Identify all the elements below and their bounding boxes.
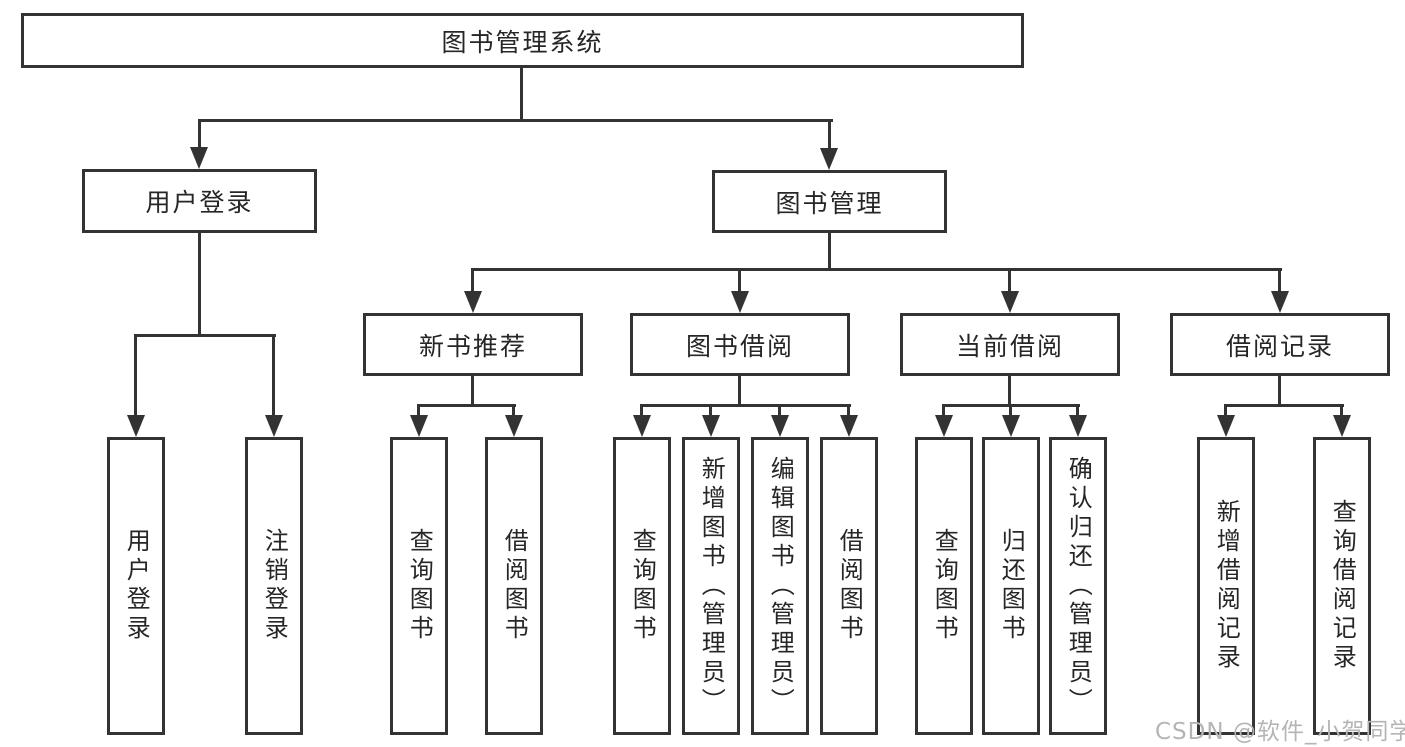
node-label: 图书管理系统 (441, 27, 604, 57)
connector-line (512, 404, 515, 419)
arrowhead-icon (1069, 415, 1087, 437)
node-current-borrowing: 当前借阅 (900, 313, 1120, 376)
arrowhead-icon (410, 415, 428, 437)
arrowhead-icon (771, 415, 789, 437)
connector-line (1008, 268, 1011, 294)
node-label: 确认归还（管理员） (1064, 455, 1093, 717)
arrowhead-icon (1001, 291, 1019, 313)
node-label: 新书推荐 (418, 331, 527, 361)
node-user-login-leaf: 用户登录 (107, 437, 165, 735)
connector-line (738, 376, 741, 407)
node-book-management: 图书管理 (712, 170, 947, 233)
node-label: 查询借阅记录 (1328, 499, 1357, 673)
connector-line (1224, 404, 1227, 419)
connector-line (272, 334, 275, 419)
node-label: 注销登录 (260, 528, 289, 644)
node-label: 用户登录 (145, 188, 254, 217)
connector-line (472, 268, 1282, 271)
node-logout-leaf: 注销登录 (245, 437, 303, 735)
node-bb-add-books-admin: 新增图书（管理员） (682, 437, 740, 735)
node-label: 新增图书（管理员） (697, 455, 726, 717)
arrowhead-icon (935, 415, 953, 437)
connector-line (1340, 404, 1343, 419)
connector-line (828, 233, 831, 271)
node-cb-confirm-return-admin: 确认归还（管理员） (1049, 437, 1107, 735)
connector-line (134, 334, 137, 419)
connector-line (847, 404, 850, 419)
arrowhead-icon (633, 415, 651, 437)
connector-line (1009, 404, 1012, 419)
node-user-login: 用户登录 (82, 169, 317, 233)
node-bb-borrow-books: 借阅图书 (820, 437, 878, 735)
connector-line (520, 68, 523, 122)
node-nb-query-books: 查询图书 (390, 437, 448, 735)
watermark: CSDN @软件_小贺同学 (1155, 719, 1405, 745)
node-label: 借阅图书 (835, 528, 864, 644)
arrowhead-icon (1002, 415, 1020, 437)
connector-line (641, 404, 851, 407)
node-borrowing-records: 借阅记录 (1170, 313, 1390, 376)
node-bb-edit-books-admin: 编辑图书（管理员） (751, 437, 809, 735)
connector-line (198, 119, 201, 150)
connector-line (418, 404, 516, 407)
connector-line (471, 268, 474, 294)
node-new-book-recommend: 新书推荐 (363, 313, 583, 376)
node-label: 新增借阅记录 (1212, 499, 1241, 673)
node-br-add-record: 新增借阅记录 (1197, 437, 1255, 735)
node-label: 借阅记录 (1225, 331, 1334, 361)
node-nb-borrow-books: 借阅图书 (485, 437, 543, 735)
node-br-query-record: 查询借阅记录 (1313, 437, 1371, 735)
arrowhead-icon (1271, 291, 1289, 313)
node-cb-return-books: 归还图书 (982, 437, 1040, 735)
connector-line (198, 119, 833, 122)
node-library-management-system: 图书管理系统 (21, 13, 1024, 68)
arrowhead-icon (127, 415, 145, 437)
arrowhead-icon (505, 415, 523, 437)
node-bb-query-books: 查询图书 (613, 437, 671, 735)
node-label: 查询图书 (405, 528, 434, 644)
node-label: 当前借阅 (955, 331, 1064, 361)
arrowhead-icon (820, 148, 838, 170)
node-label: 查询图书 (628, 528, 657, 644)
node-label: 查询图书 (930, 528, 959, 644)
connector-line (942, 404, 945, 419)
connector-line (1008, 376, 1011, 407)
connector-line (640, 404, 643, 419)
connector-line (1076, 404, 1079, 419)
arrowhead-icon (702, 415, 720, 437)
node-label: 借阅图书 (500, 528, 529, 644)
arrowhead-icon (840, 415, 858, 437)
node-cb-query-books: 查询图书 (915, 437, 973, 735)
node-label: 图书借阅 (685, 331, 794, 361)
node-label: 编辑图书（管理员） (766, 455, 795, 717)
connector-line (198, 233, 201, 337)
connector-line (471, 376, 474, 407)
node-label: 归还图书 (997, 528, 1026, 644)
connector-line (738, 268, 741, 294)
node-label: 用户登录 (122, 528, 151, 644)
arrowhead-icon (1333, 415, 1351, 437)
arrowhead-icon (1217, 415, 1235, 437)
connector-line (1278, 376, 1281, 407)
connector-line (417, 404, 420, 419)
node-book-borrowing: 图书借阅 (630, 313, 850, 376)
connector-line (135, 334, 276, 337)
arrowhead-icon (731, 291, 749, 313)
arrowhead-icon (464, 291, 482, 313)
connector-line (828, 119, 831, 150)
connector-line (778, 404, 781, 419)
connector-line (1278, 268, 1281, 294)
connector-line (709, 404, 712, 419)
arrowhead-icon (265, 415, 283, 437)
node-label: 图书管理 (775, 188, 884, 218)
connector-line (1225, 404, 1344, 407)
arrowhead-icon (190, 147, 208, 169)
